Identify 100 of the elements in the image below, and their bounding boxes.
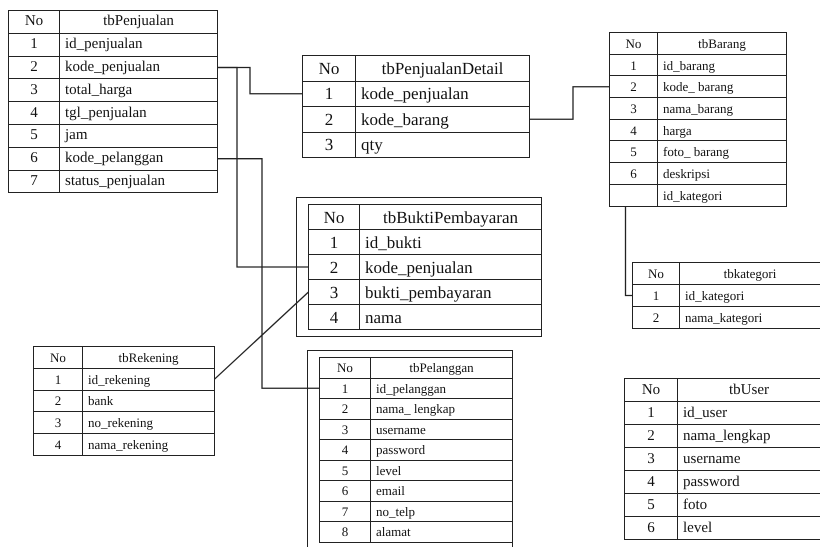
table-row <box>320 460 512 480</box>
field-name: nama_ lengkap <box>370 398 512 419</box>
field-name: tgl_penjualan <box>60 102 218 124</box>
table-row <box>308 204 542 230</box>
row-number: 2 <box>632 306 680 328</box>
table <box>624 378 820 540</box>
field-name: jam <box>60 124 218 148</box>
field-name: nama_rekening <box>82 434 214 456</box>
field-name: kode_pelanggan <box>60 147 218 170</box>
table-row <box>8 147 218 170</box>
row-number: 3 <box>302 132 356 158</box>
table-name: tbUser <box>678 378 820 402</box>
field-name: kode_ barang <box>658 76 786 98</box>
table-name: tbPelanggan <box>370 358 512 378</box>
table-row <box>34 346 214 368</box>
field-name: id_penjualan <box>60 33 218 56</box>
table-row <box>610 54 786 76</box>
table-row <box>624 470 820 494</box>
table-name: tbBuktiPembayaran <box>360 204 542 230</box>
table-row <box>34 390 214 412</box>
table-row <box>632 306 820 328</box>
row-number: 5 <box>8 124 60 148</box>
field-name: nama_barang <box>658 98 786 120</box>
row-number: 5 <box>610 140 658 163</box>
table-row <box>624 516 820 540</box>
connector-line <box>218 158 320 389</box>
table-row <box>320 378 512 398</box>
row-number: 1 <box>308 230 360 254</box>
column-header: No <box>624 378 678 402</box>
table-row <box>320 419 512 440</box>
row-number: 1 <box>610 54 658 76</box>
row-number: 1 <box>34 368 82 390</box>
row-number: 4 <box>308 304 360 330</box>
table-row <box>624 378 820 402</box>
row-number: 2 <box>302 106 356 132</box>
table <box>296 197 542 337</box>
row-number: 6 <box>8 147 60 170</box>
table-row <box>8 33 218 56</box>
row-number: 4 <box>8 102 60 124</box>
row-number: 7 <box>320 501 370 522</box>
row-number: 4 <box>610 119 658 141</box>
connector-line <box>218 66 308 268</box>
column-header: No <box>610 32 658 54</box>
row-number: 2 <box>308 254 360 280</box>
field-name: status_penjualan <box>60 170 218 193</box>
field-name: password <box>370 440 512 460</box>
field-name: alamat <box>370 522 512 542</box>
row-number: 4 <box>34 434 82 456</box>
table-row <box>8 56 218 79</box>
table-row <box>610 184 786 206</box>
table-row <box>308 304 542 330</box>
field-name: harga <box>658 119 786 141</box>
table-row <box>8 10 218 34</box>
row-number: 6 <box>610 162 658 184</box>
row-number: 1 <box>320 378 370 398</box>
field-name: kode_barang <box>356 106 530 132</box>
table-name: tbRekening <box>82 346 214 368</box>
row-number: 3 <box>610 98 658 120</box>
table-row <box>610 162 786 184</box>
field-name: kode_penjualan <box>356 81 530 106</box>
field-name: deskripsi <box>658 162 786 184</box>
connector-line <box>624 206 632 296</box>
table-row <box>302 132 530 158</box>
table-row <box>320 440 512 460</box>
table-row <box>320 501 512 522</box>
table-name: tbPenjualan <box>60 10 218 34</box>
row-number: 6 <box>320 480 370 501</box>
column-header: No <box>8 10 60 34</box>
row-number: 1 <box>624 402 678 424</box>
row-number: 3 <box>308 280 360 304</box>
row-number: 5 <box>624 494 678 516</box>
table-row <box>302 81 530 106</box>
table-row <box>320 358 512 378</box>
table-row <box>624 424 820 448</box>
table-row <box>624 448 820 470</box>
field-name: bukti_pembayaran <box>360 280 542 304</box>
table-row <box>610 140 786 163</box>
row-number: 2 <box>320 398 370 419</box>
row-number: 8 <box>320 522 370 542</box>
row-number: 2 <box>624 424 678 448</box>
table <box>33 346 214 456</box>
row-number: 3 <box>34 412 82 434</box>
table-name: tbkategori <box>680 262 820 284</box>
row-number: 4 <box>320 440 370 460</box>
field-name: id_rekening <box>82 368 214 390</box>
row-number: 3 <box>624 448 678 470</box>
field-name: id_kategori <box>658 184 786 206</box>
table-row <box>34 412 214 434</box>
table <box>8 10 217 194</box>
row-number: 6 <box>624 516 678 540</box>
field-name: no_rekening <box>82 412 214 434</box>
table-row <box>8 102 218 124</box>
field-name: id_pelanggan <box>370 378 512 398</box>
table-row <box>308 280 542 304</box>
table-row <box>320 522 512 542</box>
row-number: 7 <box>8 170 60 193</box>
table-row <box>34 434 214 456</box>
row-number: 3 <box>8 78 60 102</box>
field-name: email <box>370 480 512 501</box>
field-name: total_harga <box>60 78 218 102</box>
